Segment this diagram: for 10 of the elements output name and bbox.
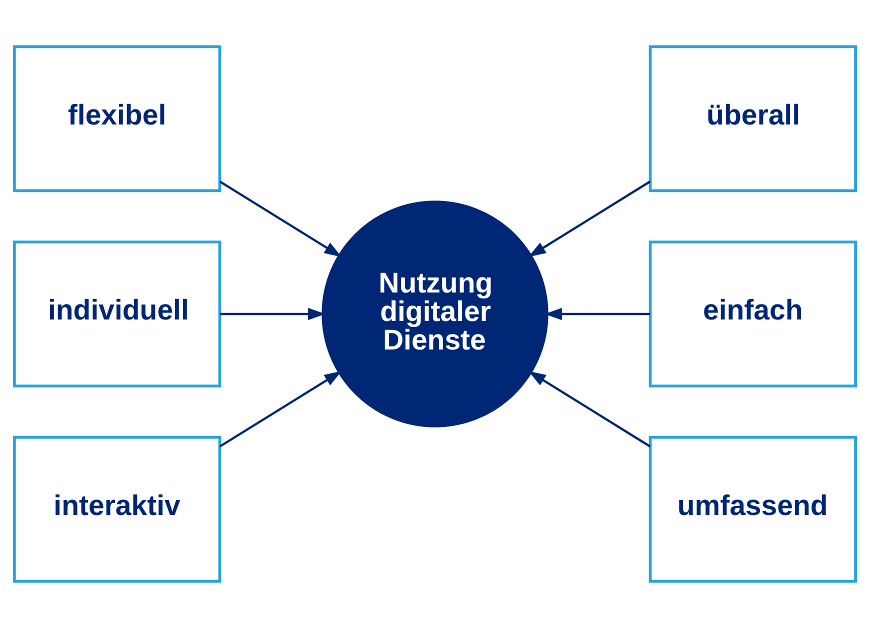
node-box: interaktiv — [13, 436, 222, 583]
node-box: individuell — [13, 240, 222, 388]
node-box: überall — [648, 45, 857, 192]
arrow — [528, 180, 651, 257]
arrow — [528, 371, 651, 448]
arrow — [219, 370, 342, 448]
node-box: umfassend — [648, 436, 857, 583]
node-box: flexibel — [13, 45, 222, 192]
node-box: einfach — [648, 240, 857, 388]
arrow — [219, 180, 342, 258]
